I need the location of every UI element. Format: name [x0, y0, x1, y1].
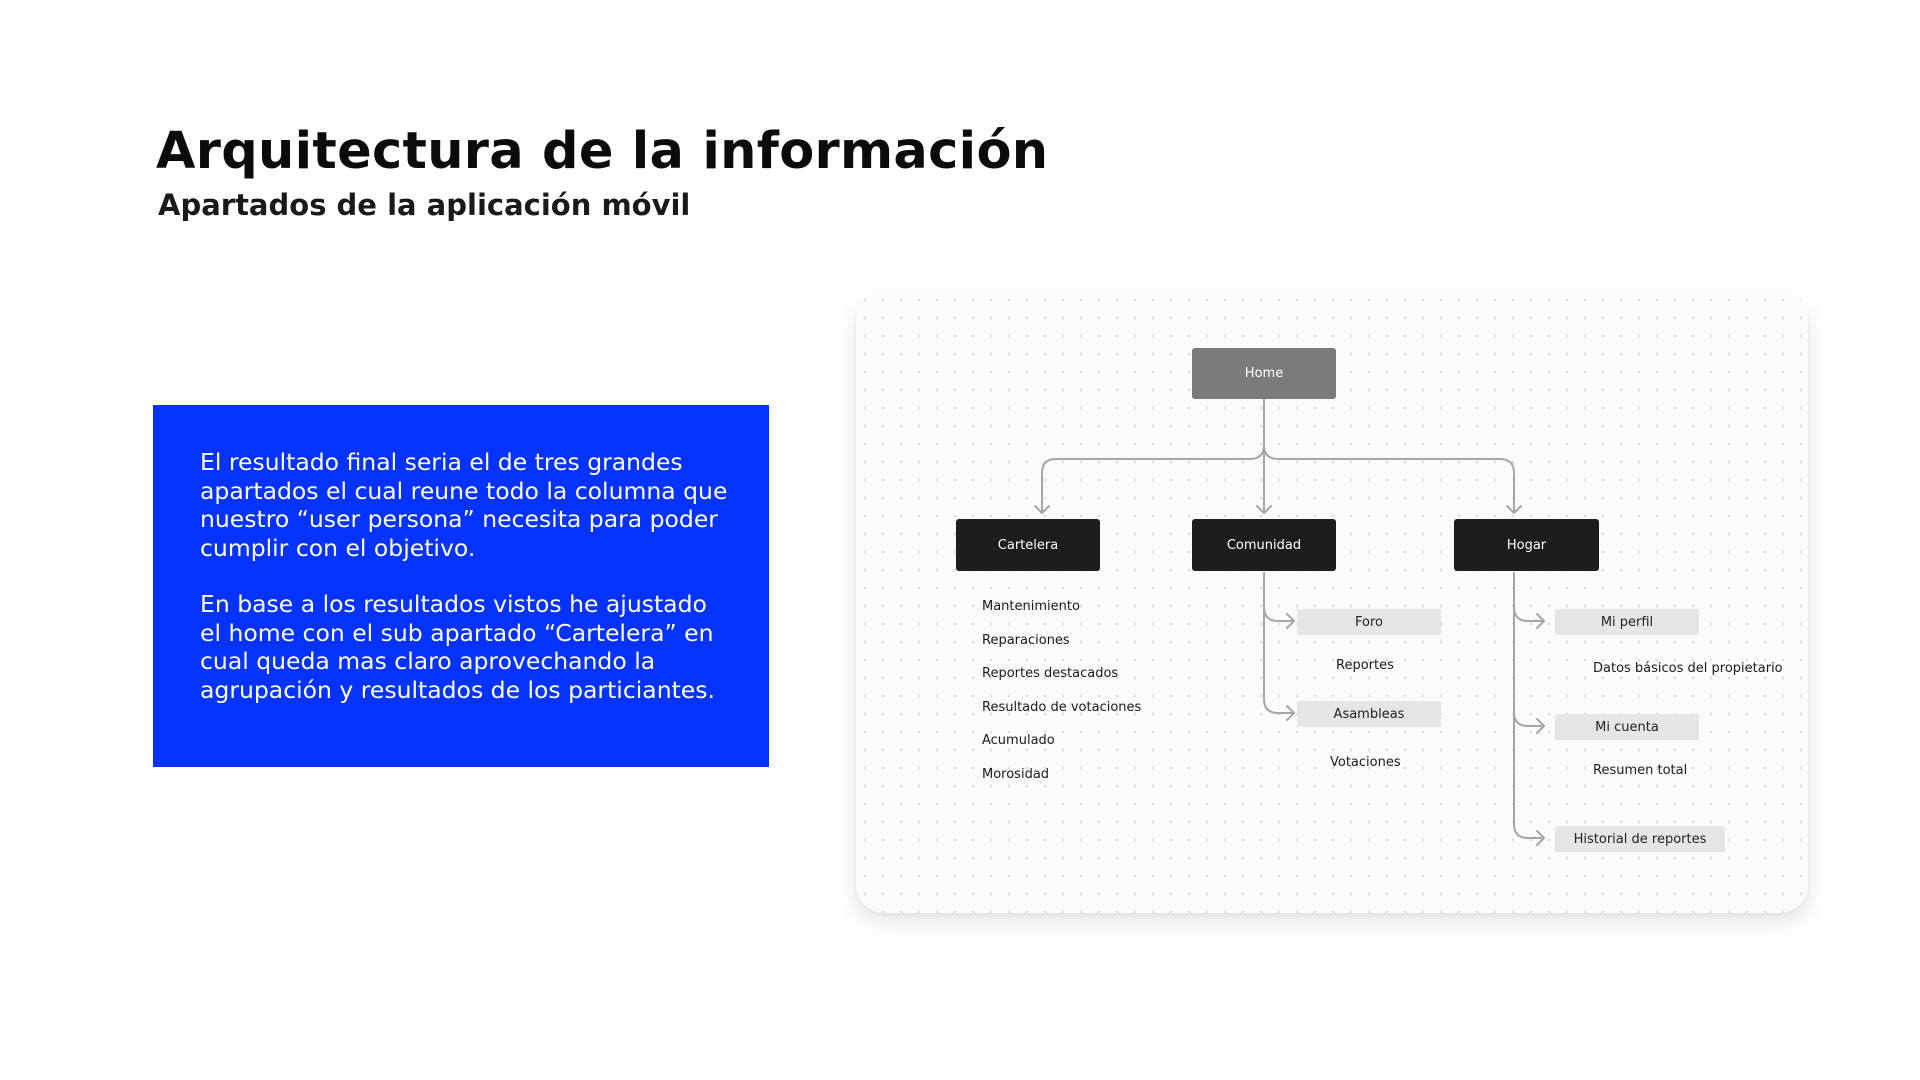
- diagram-connectors: [1034, 398, 1545, 846]
- cartelera-item-mantenimiento: Mantenimiento: [982, 599, 1080, 614]
- connector-root-hogar: [1263, 444, 1515, 514]
- node-comunidad: Comunidad: [1192, 519, 1336, 571]
- arrow-mi-perfil: [1536, 613, 1545, 629]
- page-subtitle: Apartados de la aplicación móvil: [158, 188, 691, 222]
- connector-hogar-perfil: [1513, 572, 1545, 622]
- page-title: Arquitectura de la información: [156, 122, 1049, 181]
- cartelera-item-acumulado: Acumulado: [982, 733, 1055, 748]
- node-mi-perfil: Mi perfil: [1555, 609, 1699, 635]
- arrow-hogar: [1506, 505, 1522, 514]
- cartelera-item-morosidad: Morosidad: [982, 767, 1050, 782]
- cartelera-item-resultado-votaciones: Resultado de votaciones: [982, 700, 1142, 715]
- node-home: Home: [1192, 348, 1336, 399]
- node-mi-cuenta: Mi cuenta: [1555, 714, 1699, 740]
- node-cartelera: Cartelera: [956, 519, 1100, 571]
- connector-comunidad-asambleas: [1263, 606, 1295, 714]
- connector-root-cartelera: [1041, 444, 1265, 514]
- description-paragraph-1: El resultado final seria el de tres gran…: [200, 448, 728, 562]
- asambleas-detail-votaciones: Votaciones: [1330, 755, 1401, 770]
- arrow-asambleas: [1286, 705, 1295, 721]
- cartelera-item-reportes-destacados: Reportes destacados: [982, 666, 1119, 681]
- node-hogar: Hogar: [1454, 519, 1599, 571]
- description-paragraph-2: En base a los resultados vistos he ajust…: [200, 590, 715, 704]
- cartelera-item-reparaciones: Reparaciones: [982, 633, 1070, 648]
- connector-comunidad-foro: [1263, 572, 1295, 622]
- connector-hogar-historial: [1513, 711, 1545, 839]
- foro-detail-reportes: Reportes: [1336, 658, 1394, 673]
- node-foro: Foro: [1297, 609, 1441, 635]
- arrow-foro: [1286, 613, 1295, 629]
- architecture-diagram: Home Cartelera Comunidad Hogar Mantenimi…: [856, 291, 1808, 913]
- mi-perfil-detail: Datos básicos del propietario: [1593, 661, 1783, 676]
- mi-cuenta-detail: Resumen total: [1593, 763, 1688, 778]
- arrow-mi-cuenta: [1536, 718, 1545, 734]
- node-historial-reportes: Historial de reportes: [1555, 826, 1725, 852]
- arrow-cartelera: [1034, 505, 1050, 514]
- arrow-historial: [1536, 830, 1545, 846]
- description-box: El resultado final seria el de tres gran…: [153, 405, 769, 767]
- arrow-comunidad: [1256, 505, 1272, 514]
- node-asambleas: Asambleas: [1297, 701, 1441, 727]
